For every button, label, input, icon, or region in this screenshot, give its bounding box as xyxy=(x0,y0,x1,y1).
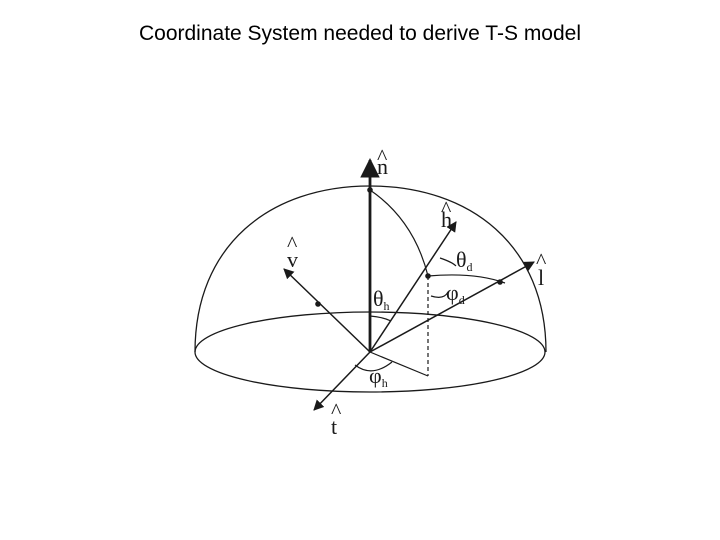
theta-d-symbol: θ xyxy=(456,247,467,272)
light-vector xyxy=(369,261,535,353)
l-label-hat: ^ xyxy=(536,248,547,273)
h-label-hat: ^ xyxy=(441,196,452,221)
tangent-vector xyxy=(313,351,371,411)
t-label-hat: ^ xyxy=(331,398,342,423)
h-point xyxy=(425,273,431,279)
phi-d-arc xyxy=(430,291,449,298)
phi-d-label: φd xyxy=(446,280,465,307)
phi-h-symbol: φ xyxy=(369,363,382,388)
phi-d-symbol: φ xyxy=(446,280,459,305)
theta-h-symbol: θ xyxy=(373,286,384,311)
v-point xyxy=(315,301,321,307)
phi-h-arc xyxy=(354,361,393,372)
l-arc xyxy=(427,274,506,284)
theta-h-arc xyxy=(369,315,392,322)
great-circle-arc xyxy=(369,189,429,277)
l-label: l xyxy=(538,265,544,290)
v-label-hat: ^ xyxy=(287,231,298,256)
h-projection-line xyxy=(369,351,429,377)
phi-h-label: φh xyxy=(369,363,388,390)
theta-h-label: θh xyxy=(373,286,390,313)
n-label-hat: ^ xyxy=(377,144,388,169)
t-label: t xyxy=(331,414,337,439)
n-point xyxy=(367,187,373,193)
theta-d-arc xyxy=(439,257,457,267)
n-label: n xyxy=(377,154,388,179)
half-vector xyxy=(369,221,457,353)
view-vector xyxy=(283,268,371,353)
phi-h-sub: h xyxy=(382,376,388,390)
theta-d-sub: d xyxy=(467,260,473,274)
phi-d-sub: d xyxy=(459,293,465,307)
theta-d-label: θd xyxy=(456,247,473,274)
l-point xyxy=(497,279,503,285)
slide-title: Coordinate System needed to derive T-S m… xyxy=(138,22,582,45)
v-label: v xyxy=(287,247,298,272)
theta-h-sub: h xyxy=(384,299,390,313)
h-label: h xyxy=(441,207,452,232)
